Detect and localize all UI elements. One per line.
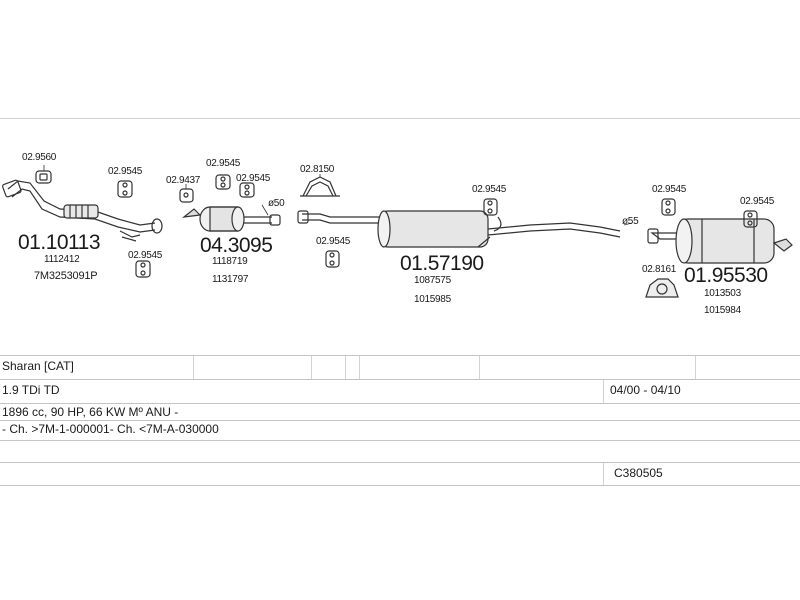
exhaust-diagram: 02.9560 02.9545 01.10113 1112412 7M32530…: [0, 118, 800, 357]
row-spec: 1896 cc, 90 HP, 66 KW Mº ANU -: [0, 403, 800, 420]
cat-ref2: 1131797: [212, 274, 249, 285]
row-engine: 1.9 TDi TD 04/00 - 04/10: [0, 379, 800, 403]
cat-diameter: ø50: [268, 198, 285, 209]
leader-lines: [43, 165, 633, 226]
label-02-8150: 02.8150: [300, 164, 335, 175]
clamp-02-8161-part: [645, 278, 679, 298]
center-ref2: 1015985: [414, 294, 451, 305]
front-pipe-part: [2, 179, 163, 234]
mount-02-9437-part: [179, 188, 194, 203]
mount-front-bottom-part: [135, 260, 151, 278]
center-pipe-part: [297, 210, 621, 248]
center-ref1: 1087575: [414, 275, 451, 286]
rear-muffler-part: [647, 218, 793, 264]
label-mount-front-top: 02.9545: [108, 166, 143, 177]
cat-number: 04.3095: [200, 234, 273, 257]
front-pipe-number: 01.10113: [18, 231, 101, 254]
front-pipe-ref2: 7M3253091P: [34, 270, 98, 282]
exhaust-drawing: [2, 165, 793, 298]
label-mount-mid-left: 02.9545: [316, 236, 351, 247]
label-mount-front-bottom: 02.9545: [128, 250, 163, 261]
catalytic-converter-part: [181, 206, 281, 232]
clamp-bracket-part: [119, 230, 141, 242]
label-mount-rear-right: 02.9545: [740, 196, 775, 207]
rear-number: 01.95530: [684, 264, 768, 287]
vehicle-model: Sharan [CAT]: [2, 359, 74, 373]
row-model: Sharan [CAT]: [0, 355, 800, 379]
label-02-9437: 02.9437: [166, 175, 201, 186]
label-mount-rear-left: 02.9545: [652, 184, 687, 195]
mount-02-9560-part: [35, 170, 52, 184]
vehicle-engine: 1.9 TDi TD: [2, 383, 60, 397]
label-02-9560: 02.9560: [22, 152, 57, 163]
vehicle-period: 04/00 - 04/10: [610, 383, 681, 397]
label-mount-center-top: 02.9545: [472, 184, 507, 195]
cat-ref1: 1118719: [212, 256, 248, 267]
mount-rear-right-part: [743, 210, 758, 228]
mount-rear-left-part: [661, 198, 676, 216]
mount-center-top-part: [483, 198, 502, 232]
vehicle-info-table: Sharan [CAT] 1.9 TDi TD 04/00 - 04/10 18…: [0, 355, 800, 486]
rear-ref2: 1015984: [704, 305, 741, 316]
center-number: 01.57190: [400, 252, 484, 275]
vehicle-code: C380505: [614, 466, 663, 480]
mount-cat-right-part: [239, 182, 255, 198]
front-pipe-ref1: 1112412: [44, 254, 80, 265]
label-mount-cat-right: 02.9545: [236, 173, 271, 184]
label-02-8161: 02.8161: [642, 264, 677, 275]
mount-mid-left-part: [325, 250, 340, 268]
mount-front-top-part: [117, 180, 133, 198]
rear-ref1: 1013503: [704, 288, 741, 299]
row-empty: [0, 440, 800, 462]
pipe-diameter: ø55: [622, 216, 639, 227]
mount-cat-top-part: [215, 174, 231, 190]
vehicle-chassis: - Ch. >7M-1-000001- Ch. <7M-A-030000: [2, 422, 219, 436]
row-code: C380505: [0, 462, 800, 486]
label-mount-cat-top: 02.9545: [206, 158, 241, 169]
clamp-02-8150-part: [300, 176, 340, 197]
vehicle-spec: 1896 cc, 90 HP, 66 KW Mº ANU -: [2, 405, 179, 419]
row-chassis: - Ch. >7M-1-000001- Ch. <7M-A-030000: [0, 420, 800, 440]
